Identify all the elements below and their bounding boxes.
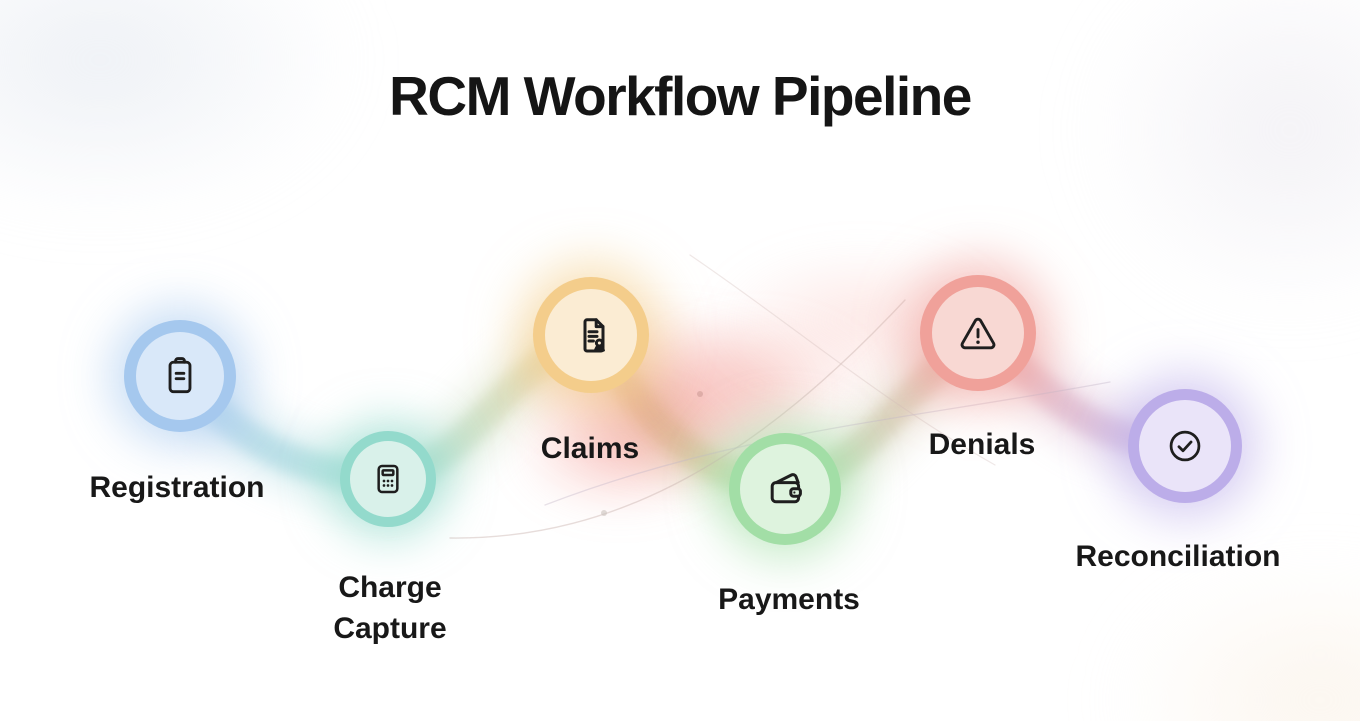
decorative-curve <box>689 254 996 466</box>
node-claims-circle <box>533 277 649 393</box>
decorative-dot <box>601 510 607 516</box>
node-reconciliation-label: Reconciliation <box>1075 540 1281 573</box>
clipboard-icon <box>168 357 192 394</box>
decorative-curve <box>544 381 1111 506</box>
node-registration-label: Registration <box>89 471 265 504</box>
node-claims-label: Claims <box>540 432 640 465</box>
check-circle-icon <box>1169 430 1201 462</box>
node-registration-circle <box>124 320 236 432</box>
wallet-icon <box>770 473 802 504</box>
node-charge-capture-label: Charge Capture <box>333 571 447 646</box>
node-payments-label: Payments <box>718 583 860 616</box>
calculator-icon <box>377 464 399 494</box>
decorative-dot <box>697 391 703 397</box>
node-payments-circle <box>729 433 841 545</box>
decorative-curve <box>449 299 906 539</box>
node-denials-label: Denials <box>928 428 1036 461</box>
claim-document-icon <box>583 318 605 353</box>
node-denials-circle <box>920 275 1036 391</box>
page-title: RCM Workflow Pipeline <box>389 65 972 127</box>
warning-triangle-icon <box>960 317 996 350</box>
node-charge-capture-circle <box>340 431 436 527</box>
node-reconciliation-circle <box>1128 389 1242 503</box>
